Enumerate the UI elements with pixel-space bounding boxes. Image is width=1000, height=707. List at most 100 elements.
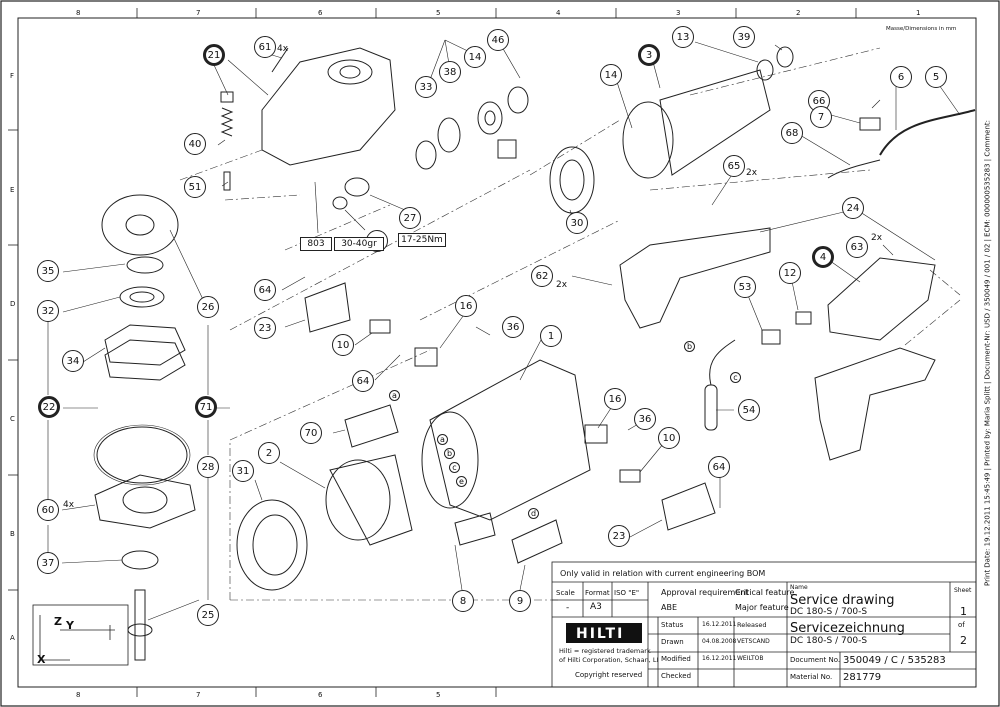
trademark-line-1: Hilti = registered trademark xyxy=(559,647,651,655)
part-4-callout: 4 xyxy=(812,246,834,268)
part-64a-callout: 64 xyxy=(254,279,276,301)
axis-z: Z xyxy=(54,615,62,628)
name-label: Name xyxy=(790,584,808,591)
part-33-callout: 33 xyxy=(415,76,437,98)
scale-label: Scale xyxy=(556,589,575,597)
status-date: 16.12.2011 xyxy=(702,621,737,628)
material-no-value: 281779 xyxy=(843,672,882,683)
modified-date: 16.12.2011 xyxy=(702,655,737,662)
part-31-callout: 31 xyxy=(232,460,254,482)
part-68-callout: 68 xyxy=(781,122,803,144)
part-linework xyxy=(47,39,976,661)
part-54-callout: 54 xyxy=(738,399,760,421)
wire-a-motor: a xyxy=(437,434,448,445)
model-en: DC 180-S / 700-S xyxy=(790,607,868,617)
abe-label: ABE xyxy=(661,603,678,612)
grid-col-2: 2 xyxy=(796,9,800,17)
assembly-lines xyxy=(179,47,961,601)
major-label: Major feature xyxy=(735,603,789,612)
part-61-qty: 4x xyxy=(277,44,289,54)
part-37-callout: 37 xyxy=(37,552,59,574)
document-no-value: 350049 / C / 535283 xyxy=(843,655,946,666)
wire-b-motor: b xyxy=(444,448,455,459)
part-51-callout: 51 xyxy=(184,176,206,198)
grid-col-3: 3 xyxy=(676,9,680,17)
axis-x: X xyxy=(37,653,46,666)
format-label: Format xyxy=(585,589,610,597)
part-26-callout: 26 xyxy=(197,296,219,318)
part-7-callout: 7 xyxy=(810,106,832,128)
torque-17-25: 17-25Nm xyxy=(398,233,446,247)
grid-row-A: A xyxy=(10,634,15,642)
gear-housing-shape xyxy=(261,47,396,166)
grid-row-B: B xyxy=(10,530,15,538)
grid-col-5-bottom: 5 xyxy=(436,691,440,699)
grid-col-6: 6 xyxy=(318,9,323,17)
modified-label: Modified xyxy=(661,655,691,663)
part-2-callout: 2 xyxy=(258,442,280,464)
part-23a-callout: 23 xyxy=(254,317,276,339)
part-65-callout: 65 xyxy=(723,155,745,177)
part-60-callout: 60 xyxy=(37,499,59,521)
grid-row-E: E xyxy=(10,186,14,194)
part-71-callout: 71 xyxy=(195,396,217,418)
part-14b-callout: 14 xyxy=(600,64,622,86)
part-39-callout: 39 xyxy=(733,26,755,48)
part-6-callout: 6 xyxy=(890,66,912,88)
part-62-qty: 2x xyxy=(556,280,568,290)
part-53-callout: 53 xyxy=(734,276,756,298)
format-value: A3 xyxy=(590,602,602,612)
part-32-callout: 32 xyxy=(37,300,59,322)
part-30-callout: 30 xyxy=(566,212,588,234)
material-no-label: Material No. xyxy=(790,673,833,681)
part-34-callout: 34 xyxy=(62,350,84,372)
part-61-callout: 61 xyxy=(254,36,276,58)
grid-col-7-bottom: 7 xyxy=(196,691,200,699)
grid-col-8-bottom: 8 xyxy=(76,691,80,699)
hilti-logo-box xyxy=(566,623,642,643)
model-de: DC 180-S / 700-S xyxy=(790,636,868,646)
modified-by: WEILTOB xyxy=(737,655,764,662)
name-de: Servicezeichnung xyxy=(790,621,905,636)
wire-c-motor: c xyxy=(449,462,460,473)
part-38-callout: 38 xyxy=(439,61,461,83)
part-1-callout: 1 xyxy=(540,325,562,347)
trademark-line-2: of Hilti Corporation, Schaan, LI xyxy=(559,656,659,664)
part-65-qty: 2x xyxy=(746,168,758,178)
status-label: Status xyxy=(661,621,684,629)
part-23b-callout: 23 xyxy=(608,525,630,547)
grid-col-7: 7 xyxy=(196,9,200,17)
grid-row-F: F xyxy=(10,72,14,80)
part-16b-callout: 16 xyxy=(604,388,626,410)
approval-label: Approval requirement xyxy=(661,588,749,597)
part-14-callout: 14 xyxy=(464,46,486,68)
part-28-callout: 28 xyxy=(197,456,219,478)
part-12-callout: 12 xyxy=(779,262,801,284)
wire-a-left: a xyxy=(389,390,400,401)
wire-d-motor: d xyxy=(528,508,539,519)
grid-col-6-bottom: 6 xyxy=(318,691,323,699)
title-block-lines xyxy=(551,561,977,688)
part-13-callout: 13 xyxy=(672,26,694,48)
part-63-callout: 63 xyxy=(846,236,868,258)
sheet-total: 2 xyxy=(960,634,967,647)
part-8-callout: 8 xyxy=(452,590,474,612)
scale-value: - xyxy=(566,603,570,613)
part-16a-callout: 16 xyxy=(455,295,477,317)
drawn-date: 04.08.2008 xyxy=(702,638,737,645)
part-36a-callout: 36 xyxy=(502,316,524,338)
wire-b-right: b xyxy=(684,341,695,352)
part-46-callout: 46 xyxy=(487,29,509,51)
part-803-callout: 803 xyxy=(300,237,332,251)
part-64c-callout: 64 xyxy=(708,456,730,478)
grid-row-D: D xyxy=(10,300,15,308)
copyright: Copyright reserved xyxy=(575,671,643,679)
torque-30-40: 30-40gr xyxy=(334,237,384,251)
inner-frame xyxy=(17,17,977,688)
critical-label: Critical feature xyxy=(735,588,795,597)
hilti-logo: HILTI xyxy=(576,626,625,642)
print-info-side: Print Date: 19.12.2011 15:45:49 | Printe… xyxy=(983,119,992,587)
part-63-qty: 2x xyxy=(871,233,883,243)
part-10b-callout: 10 xyxy=(658,427,680,449)
